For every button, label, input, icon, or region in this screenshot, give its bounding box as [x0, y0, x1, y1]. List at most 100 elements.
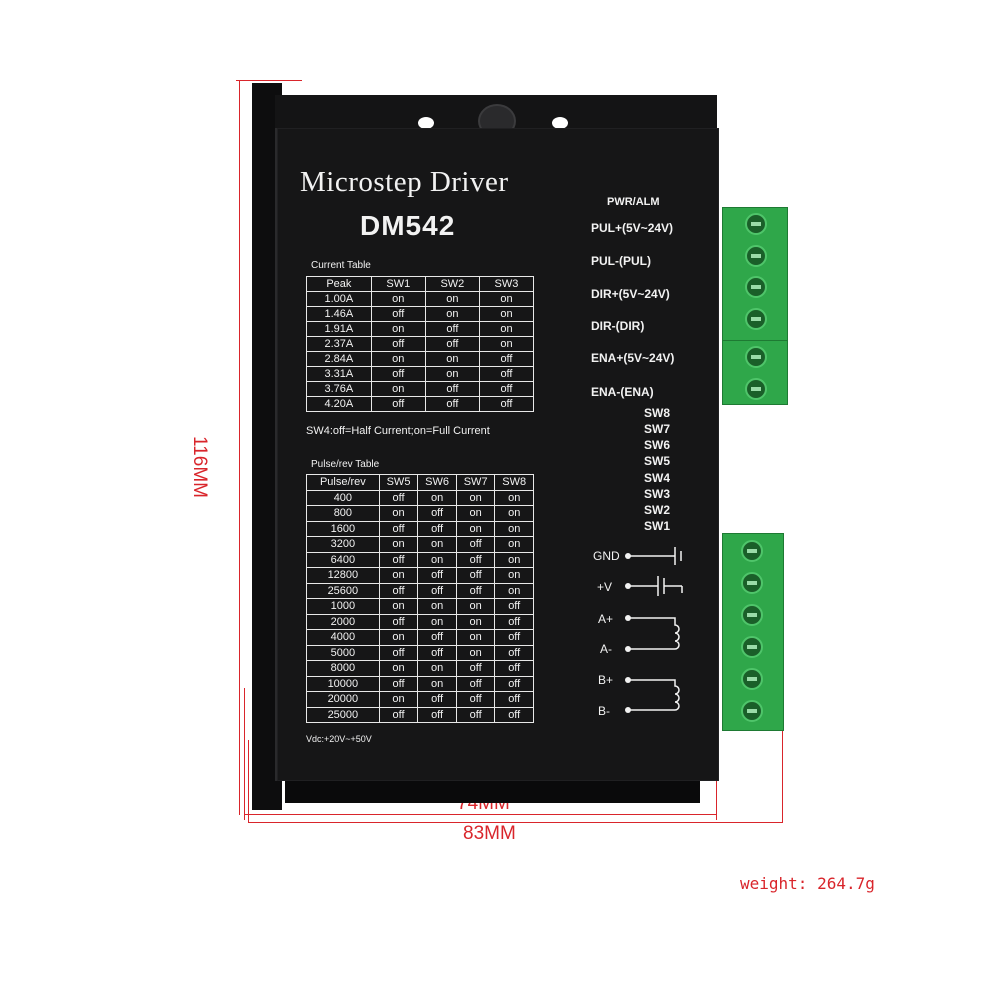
pulse-header-cell: SW8: [494, 474, 534, 491]
current-table-cell: on: [370, 291, 426, 307]
pulse-header-cell: SW5: [378, 474, 419, 491]
current-table-caption: Current Table: [311, 260, 371, 271]
outer-width-left-tick: [248, 740, 249, 823]
pulse-table-cell: off: [417, 629, 457, 646]
height-dim-line: [239, 80, 240, 815]
pulse-header-cell: Pulse/rev: [306, 474, 380, 491]
terminal-screw-icon: [741, 540, 763, 562]
pulse-table-cell: on: [378, 536, 419, 553]
current-table-cell: off: [478, 396, 535, 412]
outer-width-label: 83MM: [463, 823, 516, 844]
pulse-table-cell: on: [494, 505, 534, 522]
product-title: Microstep Driver: [300, 166, 509, 198]
pulse-table-cell: on: [378, 505, 419, 522]
inner-width-right-tick: [716, 780, 717, 820]
pulse-header-cell: SW7: [455, 474, 496, 491]
dip-label-sw4: SW4: [644, 471, 671, 485]
pulse-table-cell: off: [494, 675, 534, 692]
current-table-cell: 2.84A: [306, 351, 372, 367]
pin-label-a-minus: A-: [600, 642, 612, 656]
current-table-cell: 1.00A: [306, 291, 372, 307]
dip-label-sw2: SW2: [644, 503, 671, 517]
terminal-screw-icon: [745, 378, 767, 400]
pulse-table-cell: on: [455, 613, 496, 630]
current-table-cell: off: [424, 381, 480, 397]
pin-label-gnd: GND: [593, 549, 620, 563]
pulse-table-cell: 3200: [306, 536, 380, 553]
pulse-table-cell: off: [494, 629, 534, 646]
pin-label-vplus: +V: [597, 580, 613, 594]
pulse-table-cell: 400: [306, 489, 380, 506]
pin-label-dir-minus: DIR-(DIR): [591, 319, 645, 333]
current-header-cell: Peak: [306, 276, 372, 292]
pulse-table-cell: on: [455, 520, 496, 537]
pulse-table-cell: 1000: [306, 598, 380, 615]
pulse-table-cell: 800: [306, 505, 380, 522]
current-table-cell: on: [478, 291, 535, 307]
terminal-screw-icon: [741, 636, 763, 658]
dip-label-sw5: SW5: [644, 454, 671, 468]
pulse-table-cell: off: [455, 706, 496, 723]
pin-label-pul-minus: PUL-(PUL): [591, 254, 651, 268]
pulse-table-cell: on: [378, 691, 419, 708]
pulse-table-cell: on: [455, 505, 496, 522]
terminal-screw-icon: [745, 308, 767, 330]
pulse-table-cell: on: [494, 489, 534, 506]
current-table-cell: 1.46A: [306, 306, 372, 322]
current-table-cell: off: [370, 306, 426, 322]
pulse-table-cell: on: [417, 598, 457, 615]
pulse-table-cell: on: [494, 567, 534, 584]
outer-width-line: [248, 822, 783, 823]
pulse-table-cell: off: [455, 675, 496, 692]
pulse-table-cell: 10000: [306, 675, 380, 692]
pulse-table-cell: off: [494, 644, 534, 661]
pulse-table-cell: on: [378, 598, 419, 615]
current-table-cell: on: [478, 321, 535, 337]
pulse-table-cell: off: [378, 489, 419, 506]
pulse-table-cell: off: [417, 505, 457, 522]
current-table-cell: off: [424, 396, 480, 412]
pulse-table-cell: off: [417, 567, 457, 584]
pin-label-pul-plus: PUL+(5V~24V): [591, 221, 674, 235]
pulse-table-cell: 20000: [306, 691, 380, 708]
terminal-screw-icon: [741, 700, 763, 722]
pulse-table-cell: off: [494, 660, 534, 677]
pulse-table-cell: 4000: [306, 629, 380, 646]
pulse-table-cell: off: [494, 598, 534, 615]
terminal-screw-icon: [745, 346, 767, 368]
pulse-table-cell: off: [494, 613, 534, 630]
current-table-cell: off: [478, 366, 535, 382]
pulse-header-cell: SW6: [417, 474, 457, 491]
pulse-table-cell: on: [494, 520, 534, 537]
dip-label-sw8: SW8: [644, 406, 671, 420]
pulse-table-cell: 12800: [306, 567, 380, 584]
dip-label-sw1: SW1: [644, 519, 671, 533]
pin-label-b-plus: B+: [598, 673, 614, 687]
model-name: DM542: [360, 210, 456, 241]
current-table-cell: off: [370, 336, 426, 352]
pulse-table-cell: off: [494, 691, 534, 708]
pin-label-ena-plus: ENA+(5V~24V): [591, 351, 675, 365]
pin-label-a-plus: A+: [598, 612, 614, 626]
pulse-table-caption: Pulse/rev Table: [311, 459, 380, 470]
pulse-table-cell: off: [455, 582, 496, 599]
pulse-table-cell: on: [455, 598, 496, 615]
terminal-screw-icon: [745, 276, 767, 298]
pwr-alm-label: PWR/ALM: [607, 196, 660, 208]
pulse-table-cell: 2000: [306, 613, 380, 630]
pulse-table-cell: off: [417, 520, 457, 537]
pulse-table-cell: off: [378, 644, 419, 661]
pulse-table-cell: on: [455, 489, 496, 506]
pulse-table-cell: 8000: [306, 660, 380, 677]
